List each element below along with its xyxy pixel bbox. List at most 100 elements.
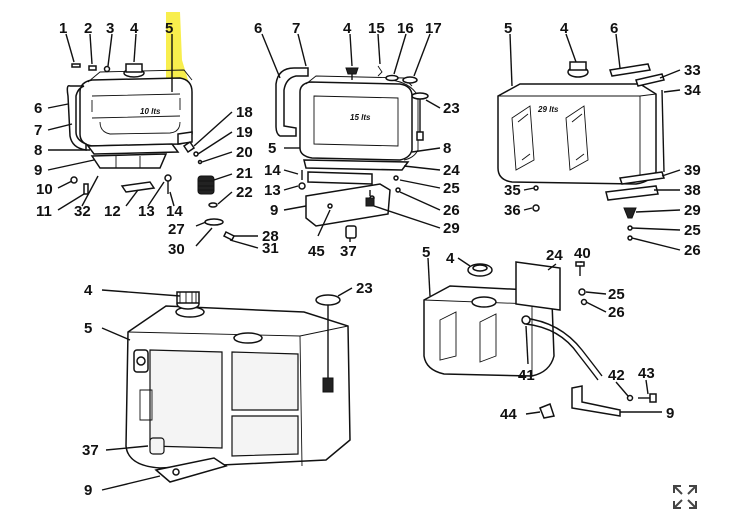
- callout: 11: [36, 203, 52, 220]
- tank-a-leaders: [47, 33, 175, 211]
- callout-highlighted: 5: [165, 20, 173, 37]
- tank-f-group: [423, 261, 657, 419]
- callout: 20: [236, 144, 253, 161]
- callout: 5: [504, 20, 512, 37]
- callout: 15: [368, 20, 385, 37]
- callout: 4: [343, 20, 352, 37]
- callout: 39: [684, 162, 701, 179]
- callout: 4: [560, 20, 569, 37]
- callout: 27: [168, 221, 185, 238]
- tank-a-body: [79, 77, 193, 147]
- tank-a-group: 10 lts: [66, 12, 193, 195]
- callout: 29: [684, 202, 701, 219]
- tank-c-callouts: 5 4 6 33 34 39 38 35 36 29 25 26: [504, 20, 701, 259]
- tank-f-callouts: 5 4 24 40 25 26 41 42 43 44 9: [422, 244, 674, 423]
- callout: 7: [34, 122, 42, 139]
- callout: 6: [254, 20, 262, 37]
- callout: 42: [608, 367, 625, 384]
- callout: 30: [168, 241, 185, 258]
- callout: 34: [684, 82, 701, 99]
- callout: 37: [82, 442, 99, 459]
- callout: 18: [236, 104, 253, 121]
- callout: 44: [500, 406, 517, 423]
- callout: 10: [36, 181, 53, 198]
- callout: 2: [84, 20, 92, 37]
- callout: 7: [292, 20, 300, 37]
- tank-a-callouts: 1 2 3 4 5 6 7 8 9 10 11 32 12 13 14: [34, 20, 183, 220]
- tank-e-bracket: [154, 457, 228, 483]
- tank-b-capacity: 15 lts: [350, 113, 371, 122]
- callout: 22: [236, 184, 253, 201]
- callout: 26: [443, 202, 460, 219]
- tank-b-plate: [305, 183, 391, 227]
- callout: 43: [638, 365, 655, 382]
- callout: 5: [422, 244, 430, 261]
- tank-b-strap: [275, 67, 309, 137]
- small-parts-group: [182, 140, 236, 242]
- tank-b-body: [299, 81, 413, 161]
- callout: 25: [608, 286, 625, 303]
- callout: 40: [574, 245, 591, 262]
- callout: 8: [443, 140, 451, 157]
- tank-c-group: 29 lts: [497, 61, 665, 241]
- callout: 9: [84, 482, 92, 499]
- callout: 13: [138, 203, 155, 220]
- callout: 21: [236, 165, 253, 182]
- callout: 13: [264, 182, 281, 199]
- callout: 9: [270, 202, 278, 219]
- callout: 23: [356, 280, 373, 297]
- callout: 23: [443, 100, 460, 117]
- callout: 9: [666, 405, 674, 422]
- callout: 31: [262, 240, 279, 257]
- callout: 35: [504, 182, 521, 199]
- callout: 12: [104, 203, 121, 220]
- tank-b-leaders: [261, 33, 441, 242]
- callout: 26: [608, 304, 625, 321]
- callout: 4: [130, 20, 139, 37]
- callout: 36: [504, 202, 521, 219]
- callout: 4: [84, 282, 93, 299]
- callout: 1: [59, 20, 67, 37]
- tank-f-leaders: [427, 257, 662, 415]
- expand-button[interactable]: [670, 482, 700, 512]
- tank-a-capacity: 10 lts: [140, 107, 161, 116]
- callout: 17: [425, 20, 442, 37]
- callout: 28: [262, 228, 279, 245]
- small-parts-callouts: 18 19 20 21 22 27 30 28 31: [168, 104, 279, 258]
- callout: 24: [546, 247, 563, 264]
- expand-arrows-icon: [673, 485, 697, 509]
- tank-a-base: [86, 143, 180, 155]
- tank-e-group: [125, 291, 351, 483]
- callout: 5: [268, 140, 276, 157]
- tank-e-callouts: 4 23 5 37 9: [82, 280, 373, 499]
- tank-f-bracket: [571, 385, 621, 417]
- callout: 14: [166, 203, 183, 220]
- tank-c-leaders: [509, 33, 681, 251]
- tank-a-strap: [66, 84, 87, 151]
- callout: 26: [684, 242, 701, 259]
- callout: 24: [443, 162, 460, 179]
- callout: 41: [518, 367, 535, 384]
- callout: 9: [34, 162, 42, 179]
- tank-e-leaders: [101, 287, 353, 491]
- callout: 38: [684, 182, 701, 199]
- callout: 4: [446, 250, 455, 267]
- small-parts-leaders: [193, 111, 259, 249]
- tank-c-body: [497, 83, 657, 185]
- callout: 29: [443, 220, 460, 237]
- callout: 6: [610, 20, 618, 37]
- callout: 5: [84, 320, 92, 337]
- tank-c-capacity: 29 lts: [537, 105, 559, 114]
- callout: 45: [308, 243, 325, 260]
- callout: 37: [340, 243, 357, 260]
- callout: 14: [264, 162, 281, 179]
- callout: 6: [34, 100, 42, 117]
- callout: 25: [684, 222, 701, 239]
- callout: 25: [443, 180, 460, 197]
- callout: 33: [684, 62, 701, 79]
- callout: 19: [236, 124, 253, 141]
- tank-b-group: 15 lts: [275, 65, 429, 239]
- callout: 3: [106, 20, 114, 37]
